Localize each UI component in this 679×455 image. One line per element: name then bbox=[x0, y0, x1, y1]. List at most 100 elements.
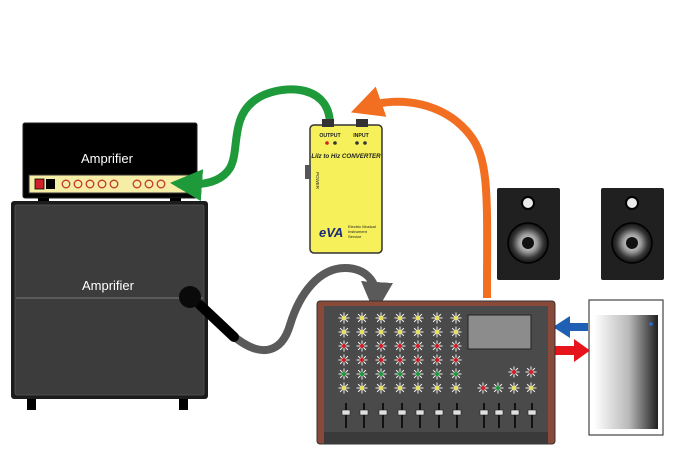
mixer-to-computer-cable bbox=[555, 339, 590, 362]
mixer-knob[interactable] bbox=[508, 366, 520, 378]
mixer-knob[interactable] bbox=[431, 368, 443, 380]
mixer-knob[interactable] bbox=[356, 326, 368, 338]
mixer-knob[interactable] bbox=[375, 312, 387, 324]
amp-input-jack[interactable] bbox=[175, 179, 185, 189]
mixer-knob[interactable] bbox=[450, 382, 462, 394]
mixer-fader[interactable] bbox=[359, 403, 369, 428]
amp-cabinet-foot bbox=[27, 399, 36, 410]
mixer-knob[interactable] bbox=[450, 312, 462, 324]
mixer-knob[interactable] bbox=[450, 354, 462, 366]
mixer-knob[interactable] bbox=[356, 312, 368, 324]
speaker-tweeter bbox=[521, 196, 535, 210]
speaker-tweeter bbox=[625, 196, 639, 210]
mixer-fader[interactable] bbox=[479, 403, 489, 428]
amp-knob[interactable] bbox=[144, 179, 154, 189]
mixer-knob[interactable] bbox=[431, 354, 443, 366]
converter-input-label: INPUT bbox=[353, 133, 369, 139]
speaker-dustcap bbox=[626, 237, 638, 249]
mixer-knob[interactable] bbox=[431, 340, 443, 352]
converter-box: OUTPUT INPUT Lilz to Hiz CONVERTER POWER… bbox=[305, 119, 383, 254]
mixer-knob[interactable] bbox=[338, 312, 350, 324]
mixer-knob[interactable] bbox=[508, 382, 520, 394]
converter-input-jack[interactable] bbox=[356, 119, 368, 127]
amp-knob[interactable] bbox=[156, 179, 166, 189]
mixer-knob[interactable] bbox=[394, 368, 406, 380]
amp-knob[interactable] bbox=[109, 179, 119, 189]
mixer-fader[interactable] bbox=[434, 403, 444, 428]
mixer-knob[interactable] bbox=[394, 312, 406, 324]
power-switch[interactable] bbox=[34, 178, 45, 190]
mixer-knob[interactable] bbox=[375, 382, 387, 394]
mixer-knob[interactable] bbox=[356, 382, 368, 394]
mixer-knob[interactable] bbox=[450, 368, 462, 380]
mixer-knob[interactable] bbox=[338, 368, 350, 380]
computer-to-mixer-cable bbox=[553, 316, 588, 338]
mixer-fader[interactable] bbox=[494, 403, 504, 428]
amp-knob[interactable] bbox=[61, 179, 71, 189]
mixer-fader[interactable] bbox=[397, 403, 407, 428]
mixer-knob[interactable] bbox=[412, 382, 424, 394]
converter-power-switch[interactable] bbox=[305, 165, 311, 179]
mixer-knob[interactable] bbox=[394, 382, 406, 394]
speaker-dustcap bbox=[522, 237, 534, 249]
mixer-knob[interactable] bbox=[338, 382, 350, 394]
mixer-knob[interactable] bbox=[450, 326, 462, 338]
amp-cabinet-grill bbox=[14, 204, 205, 396]
mixer-knob[interactable] bbox=[375, 326, 387, 338]
red-arrow-head bbox=[574, 339, 590, 362]
amp-knob[interactable] bbox=[85, 179, 95, 189]
converter-output-jack[interactable] bbox=[322, 119, 334, 127]
mixer-knob[interactable] bbox=[477, 382, 489, 394]
mixer-knob[interactable] bbox=[338, 340, 350, 352]
mixer-knob[interactable] bbox=[375, 368, 387, 380]
mixer-knob[interactable] bbox=[525, 366, 537, 378]
mixer-knob[interactable] bbox=[431, 382, 443, 394]
mixer bbox=[316, 300, 556, 445]
mixer-knob[interactable] bbox=[492, 382, 504, 394]
mixer-knob[interactable] bbox=[450, 340, 462, 352]
mixer-knob[interactable] bbox=[394, 326, 406, 338]
mixer-knob[interactable] bbox=[412, 326, 424, 338]
mixer-knob[interactable] bbox=[394, 354, 406, 366]
mixer-knob[interactable] bbox=[375, 354, 387, 366]
mixer-display bbox=[467, 314, 532, 350]
mixer-knob[interactable] bbox=[431, 312, 443, 324]
mixer-fader[interactable] bbox=[341, 403, 351, 428]
mixer-fader[interactable] bbox=[510, 403, 520, 428]
mixer-fader[interactable] bbox=[527, 403, 537, 428]
amp-knob[interactable] bbox=[97, 179, 107, 189]
converter-to-amp-cable bbox=[170, 85, 334, 202]
converter-body bbox=[309, 124, 383, 254]
amp-head: Amprifier bbox=[22, 122, 198, 202]
mixer-knob[interactable] bbox=[375, 340, 387, 352]
computer-power-led bbox=[649, 322, 653, 326]
converter-output-label: OUTPUT bbox=[319, 133, 341, 139]
standby-switch[interactable] bbox=[46, 179, 55, 189]
mixer-knob[interactable] bbox=[431, 326, 443, 338]
amp-cabinet-foot bbox=[179, 399, 188, 410]
blue-arrow-shaft bbox=[570, 323, 588, 331]
mixer-knob[interactable] bbox=[356, 368, 368, 380]
converter-side-label: POWER bbox=[315, 172, 320, 190]
mixer-controls bbox=[338, 312, 537, 428]
mixer-knob[interactable] bbox=[412, 368, 424, 380]
mixer-knob[interactable] bbox=[412, 340, 424, 352]
mixer-fader[interactable] bbox=[378, 403, 388, 428]
amp-head-label: Amprifier bbox=[81, 151, 134, 166]
mixer-knob[interactable] bbox=[356, 340, 368, 352]
mixer-knob[interactable] bbox=[525, 382, 537, 394]
mixer-knob[interactable] bbox=[338, 326, 350, 338]
mixer-fader[interactable] bbox=[452, 403, 462, 428]
mixer-knob[interactable] bbox=[412, 354, 424, 366]
amp-knob[interactable] bbox=[132, 179, 142, 189]
computer-front-panel bbox=[594, 315, 658, 429]
mixer-knob[interactable] bbox=[338, 354, 350, 366]
red-arrow-shaft bbox=[555, 346, 575, 355]
input-jack-icon bbox=[363, 141, 367, 145]
mixer-knob[interactable] bbox=[356, 354, 368, 366]
microphone-head bbox=[179, 286, 201, 308]
mixer-knob[interactable] bbox=[394, 340, 406, 352]
mixer-fader[interactable] bbox=[415, 403, 425, 428]
amp-knob[interactable] bbox=[73, 179, 83, 189]
mixer-knob[interactable] bbox=[412, 312, 424, 324]
